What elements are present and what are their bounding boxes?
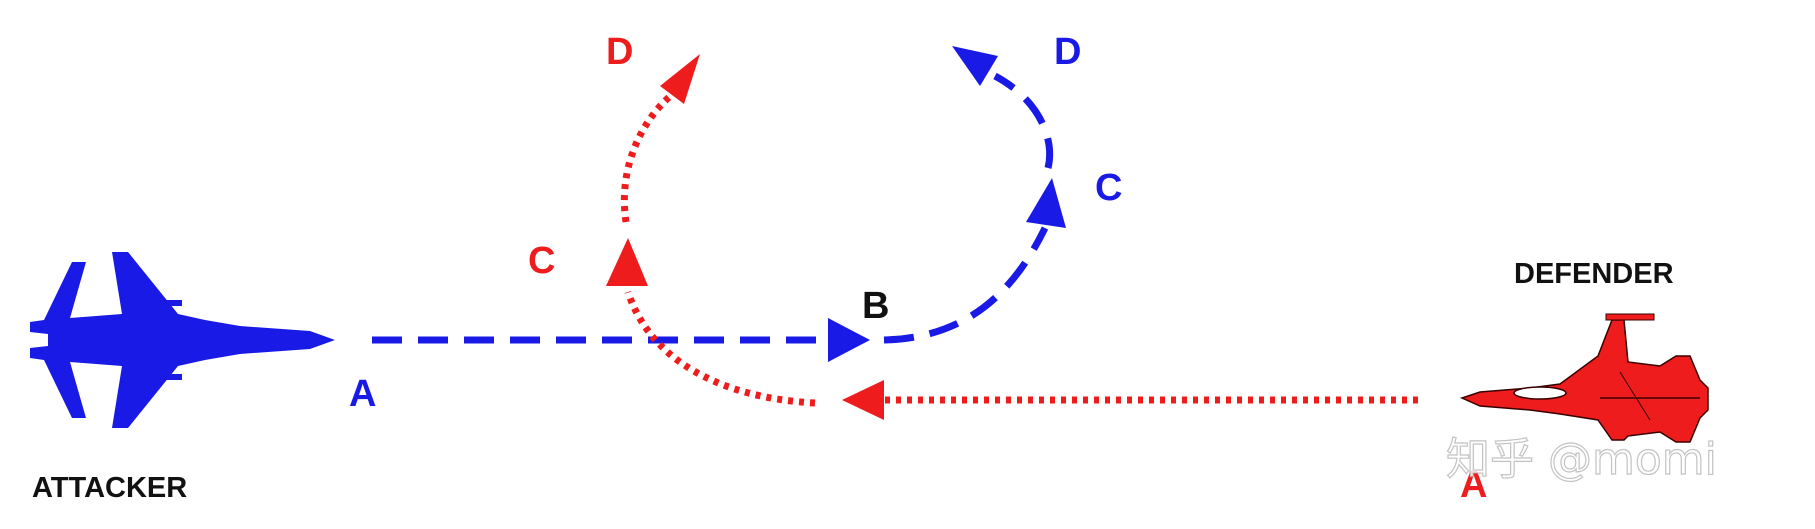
attacker-path-turn — [883, 226, 1049, 344]
defender-caption: DEFENDER — [1514, 258, 1674, 290]
watermark: 知乎 @momi — [1446, 434, 1717, 485]
attacker-arrowhead-c — [1026, 178, 1066, 228]
defender-label-d: D — [606, 31, 633, 73]
defender-path — [606, 54, 1418, 420]
attacker-caption: ATTACKER — [32, 472, 187, 504]
attacker-jet-icon — [30, 252, 335, 428]
defender-label-a: A — [1460, 464, 1487, 506]
attacker-arrowhead-d — [952, 46, 998, 86]
defender-arrowhead-b — [842, 380, 884, 420]
defender-arrowhead-d — [660, 54, 700, 104]
attacker-label-c: C — [1095, 167, 1122, 209]
attacker-label-b: B — [862, 285, 889, 327]
defender-arrowhead-c — [606, 238, 648, 286]
attacker-path-loop — [993, 72, 1054, 169]
defender-label-c: C — [528, 240, 555, 282]
defender-jet-icon — [1459, 313, 1709, 443]
attacker-label-a: A — [349, 373, 376, 415]
defender-path-turn — [624, 290, 816, 407]
attacker-path — [372, 46, 1066, 362]
defender-path-loop — [620, 89, 678, 223]
attacker-label-d: D — [1054, 31, 1081, 73]
attacker-arrowhead-b — [828, 318, 870, 362]
